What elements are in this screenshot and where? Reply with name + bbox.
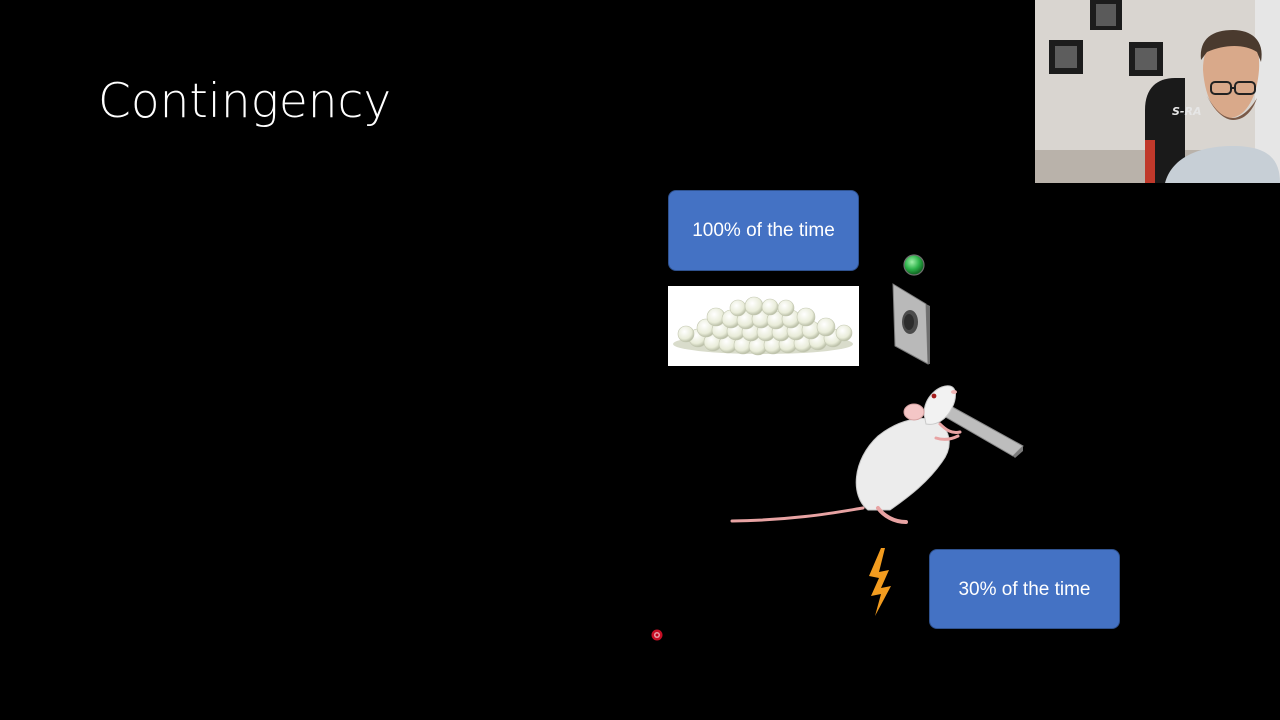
webcam-video-feed: S-RA	[1035, 0, 1280, 183]
lever-panel-icon	[892, 283, 930, 365]
green-light-icon	[903, 254, 925, 276]
callout-shock-text: 30% of the time	[958, 578, 1091, 600]
rat-illustration	[730, 385, 962, 524]
food-pellets-drawing	[673, 296, 853, 356]
callout-reward-probability: 100% of the time	[668, 190, 859, 271]
laser-pointer-icon	[651, 629, 663, 641]
food-pellets-image	[668, 286, 859, 366]
webcam-scene: S-RA	[1035, 0, 1280, 183]
chair-logo-text: S-RA	[1172, 105, 1201, 118]
callout-shock-probability: 30% of the time	[929, 549, 1120, 629]
callout-reward-text: 100% of the time	[692, 220, 835, 241]
slide-title: Contingency	[98, 74, 392, 129]
lightning-bolt-icon	[869, 548, 891, 616]
